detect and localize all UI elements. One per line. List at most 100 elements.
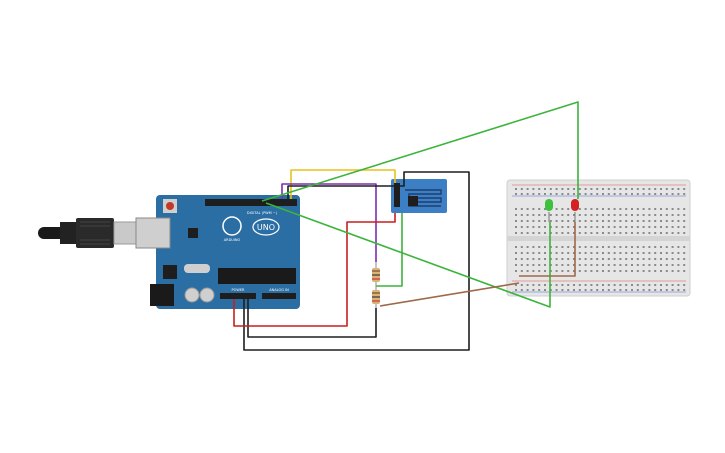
breadboard-hole <box>596 193 599 195</box>
breadboard-hole <box>584 284 587 286</box>
breadboard-hole <box>631 188 633 190</box>
breadboard-hole <box>584 208 587 210</box>
breadboard-hole <box>596 284 599 286</box>
breadboard-hole <box>631 289 633 291</box>
breadboard-hole <box>607 232 610 234</box>
breadboard-hole <box>555 208 558 210</box>
breadboard-hole <box>648 264 651 266</box>
wire-brown[interactable] <box>379 282 520 307</box>
breadboard-hole <box>654 232 657 234</box>
breadboard-hole <box>619 246 622 248</box>
breadboard-hole <box>596 188 599 190</box>
breadboard-hole <box>555 289 558 291</box>
breadboard-hole <box>660 246 662 248</box>
breadboard-hole <box>561 208 564 210</box>
breadboard-hole <box>520 289 523 291</box>
breadboard-hole <box>584 226 587 228</box>
wire-brown-led[interactable] <box>519 222 576 277</box>
breadboard-hole <box>619 264 622 266</box>
breadboard-hole <box>654 270 657 272</box>
breadboard-hole <box>619 270 622 272</box>
breadboard-hole <box>567 193 570 195</box>
breadboard-hole <box>613 188 616 190</box>
breadboard-hole <box>596 226 599 228</box>
breadboard-hole <box>515 226 517 228</box>
breadboard-hole <box>683 220 686 222</box>
breadboard-hole <box>654 220 657 222</box>
breadboard-hole <box>636 264 639 266</box>
breadboard-hole <box>515 214 517 216</box>
breadboard-hole <box>590 226 593 228</box>
breadboard-hole <box>613 214 616 216</box>
digital-header <box>205 199 297 206</box>
breadboard-hole <box>683 193 686 195</box>
breadboard-hole <box>532 284 535 286</box>
breadboard-hole <box>538 246 541 248</box>
breadboard-hole <box>520 252 523 254</box>
resistor-2[interactable] <box>372 286 380 308</box>
breadboard-hole <box>573 214 575 216</box>
breadboard-hole <box>578 220 581 222</box>
breadboard-hole <box>515 252 517 254</box>
breadboard[interactable] <box>506 179 691 297</box>
resistor-1[interactable] <box>372 262 380 288</box>
breadboard-hole <box>544 220 546 222</box>
breadboard-hole <box>642 270 645 272</box>
breadboard-hole <box>648 258 651 260</box>
breadboard-hole <box>561 252 564 254</box>
breadboard-hole <box>631 220 633 222</box>
power-label: POWER <box>232 288 246 292</box>
breadboard-hole <box>631 258 633 260</box>
wire-black-inner[interactable] <box>247 299 377 338</box>
breadboard-hole <box>567 246 570 248</box>
breadboard-hole <box>636 270 639 272</box>
breadboard-hole <box>631 226 633 228</box>
breadboard-hole <box>631 284 633 286</box>
breadboard-hole <box>607 270 610 272</box>
breadboard-hole <box>665 284 668 286</box>
breadboard-hole <box>596 252 599 254</box>
breadboard-hole <box>526 258 529 260</box>
breadboard-hole <box>515 193 517 195</box>
breadboard-hole <box>526 246 529 248</box>
breadboard-hole <box>642 188 645 190</box>
breadboard-hole <box>665 258 668 260</box>
breadboard-hole <box>660 208 662 210</box>
breadboard-hole <box>590 284 593 286</box>
breadboard-hole <box>520 208 523 210</box>
breadboard-hole <box>549 220 552 222</box>
breadboard-hole <box>526 289 529 291</box>
breadboard-hole <box>555 232 558 234</box>
breadboard-hole <box>555 193 558 195</box>
breadboard-hole <box>642 264 645 266</box>
breadboard-hole <box>578 214 581 216</box>
breadboard-hole <box>526 193 529 195</box>
wire-green-to-breadboard[interactable] <box>265 202 551 308</box>
breadboard-hole <box>567 232 570 234</box>
wire-green-module[interactable] <box>376 213 403 287</box>
wire-purple[interactable] <box>281 183 377 262</box>
wire-red[interactable] <box>233 213 396 327</box>
breadboard-hole <box>596 270 599 272</box>
red-led[interactable] <box>571 199 579 222</box>
breadboard-hole <box>625 289 628 291</box>
breadboard-hole <box>648 214 651 216</box>
green-led[interactable] <box>545 199 553 222</box>
breadboard-hole <box>665 208 668 210</box>
wifi-module[interactable] <box>391 179 447 213</box>
breadboard-hole <box>555 264 558 266</box>
breadboard-hole <box>677 258 680 260</box>
board-name: UNO <box>257 223 275 232</box>
arduino-uno-board[interactable]: UNO ARDUINO DIGITAL (PWM ~) POWER ANALOG… <box>135 195 300 309</box>
breadboard-hole <box>520 188 523 190</box>
breadboard-hole <box>613 284 616 286</box>
breadboard-hole <box>532 226 535 228</box>
breadboard-hole <box>636 289 639 291</box>
wire-green-to-led[interactable] <box>261 101 579 202</box>
breadboard-hole <box>578 289 581 291</box>
breadboard-hole <box>683 208 686 210</box>
breadboard-hole <box>584 246 587 248</box>
breadboard-hole <box>532 214 535 216</box>
breadboard-hole <box>544 289 546 291</box>
